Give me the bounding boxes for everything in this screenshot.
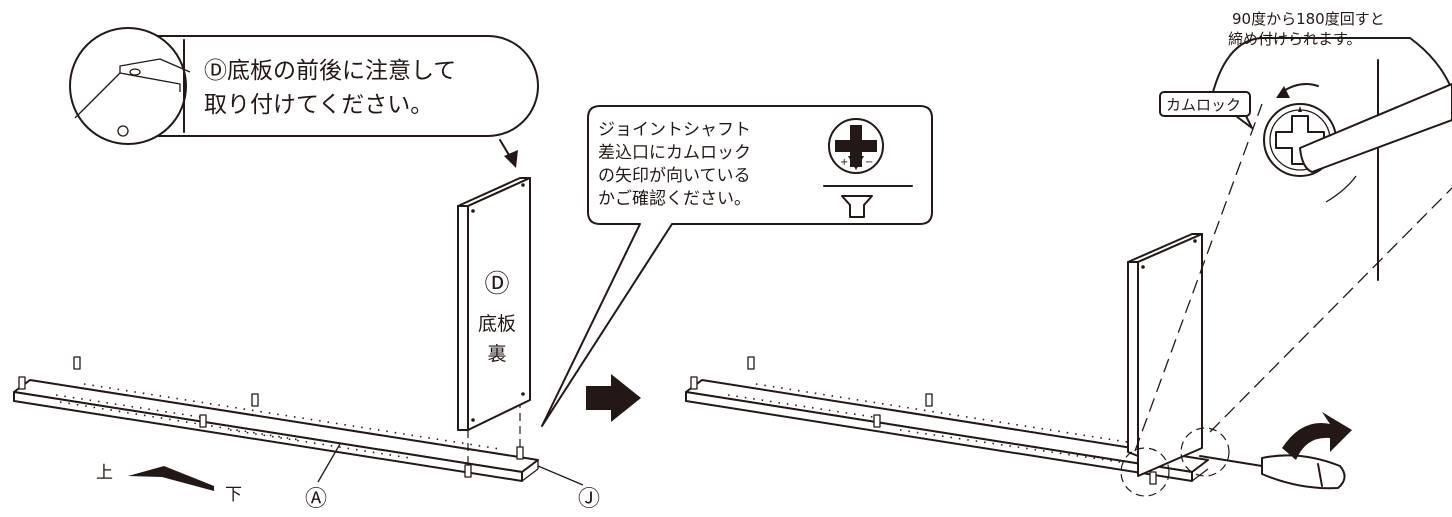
part-j-label: Ⓙ — [578, 487, 600, 512]
rotate-note-line2: 締め付けられます。 — [1228, 30, 1362, 48]
right-board-d — [1127, 233, 1203, 477]
next-step-arrow-icon — [586, 374, 641, 422]
rotate-note-line1: 90度から180度回すと — [1232, 10, 1385, 28]
camlock-text: カムロック — [1166, 96, 1241, 114]
callout-line2: 取り付けてください。 — [204, 92, 433, 118]
callout-line1: Ⓓ底板の前後に注意して — [204, 58, 456, 84]
joint-line4: かご確認ください。 — [598, 189, 751, 209]
left-bottom-board — [13, 356, 539, 482]
cam-minus-sign: − — [865, 157, 873, 168]
joint-shaft-callout: ジョイントシャフト 差込口にカムロック の矢印が向いている かご確認ください。 … — [541, 105, 933, 427]
joint-line2: 差込口にカムロック — [598, 143, 751, 163]
direction-arrow-icon: 上 下 — [96, 463, 242, 505]
screwdriver-icon — [1199, 412, 1352, 490]
right-bottom-board — [685, 356, 1209, 485]
panel-d-letter: Ⓓ — [484, 269, 509, 298]
magnifier-circle-icon — [69, 27, 187, 145]
cam-plus-sign: + — [840, 157, 848, 168]
panel-d-line2: 裏 — [487, 343, 506, 365]
camlock-zoom — [1209, 37, 1452, 281]
joint-line1: ジョイントシャフト — [598, 120, 751, 140]
cam-lock-icon: + − — [828, 118, 884, 174]
direction-up-label: 上 — [96, 463, 113, 483]
part-a-label: Ⓐ — [305, 487, 327, 512]
direction-down-label: 下 — [225, 485, 242, 505]
joint-line3: の矢印が向いている — [598, 166, 751, 186]
camlock-label: カムロック — [1159, 91, 1253, 129]
rotation-arrow-icon — [1282, 412, 1352, 460]
board-orientation-callout: Ⓓ底板の前後に注意して 取り付けてください。 — [69, 27, 539, 168]
panel-d-line1: 底板 — [478, 313, 516, 335]
left-board-d: Ⓓ 底板 裏 — [457, 177, 531, 431]
